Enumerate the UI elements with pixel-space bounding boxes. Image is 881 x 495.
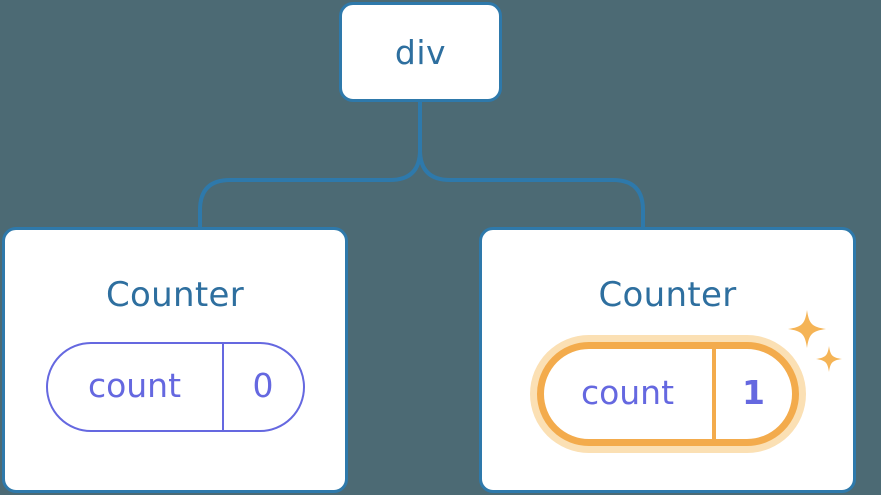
- node-div[interactable]: div: [339, 2, 502, 102]
- sparkle-icon-large: [787, 310, 826, 348]
- state-key-left: count: [87, 365, 182, 405]
- component-name-left: Counter: [106, 275, 244, 315]
- state-pill-wrapper-left: count 0: [45, 342, 305, 432]
- node-div-label: div: [394, 32, 447, 72]
- connector-to-right-child: [418, 102, 645, 229]
- state-value-left: 0: [221, 344, 303, 430]
- state-value-right: 1: [711, 349, 792, 439]
- state-pill-right[interactable]: count 1: [536, 342, 799, 446]
- node-counter-right[interactable]: Counter count 1: [479, 227, 856, 493]
- state-pill-left[interactable]: count 0: [45, 342, 305, 432]
- connector-to-left-child: [198, 149, 422, 229]
- node-counter-left[interactable]: Counter count 0: [2, 227, 348, 493]
- state-key-right: count: [580, 372, 675, 412]
- state-pill-wrapper-right: count 1: [536, 310, 842, 446]
- component-name-right: Counter: [598, 275, 737, 315]
- sparkle-icon-small: [815, 346, 842, 372]
